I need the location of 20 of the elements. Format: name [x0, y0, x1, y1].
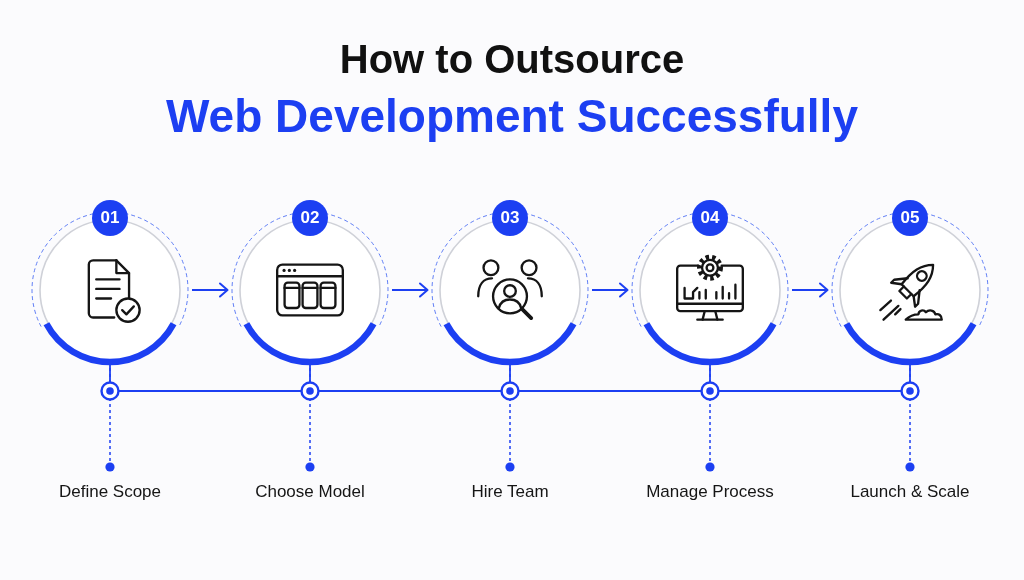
- number-badge: 04: [692, 200, 728, 236]
- arrow: [191, 282, 229, 298]
- number-badge: 03: [492, 200, 528, 236]
- step-label: Hire Team: [471, 481, 549, 502]
- arrow: [591, 282, 629, 298]
- step-circle: [30, 200, 190, 368]
- step-circle: [430, 200, 590, 368]
- step-circle: [630, 200, 790, 368]
- arrow: [391, 282, 429, 298]
- step-circle: [230, 200, 390, 368]
- step-label: Manage Process: [646, 481, 774, 502]
- step-label: Choose Model: [255, 481, 365, 502]
- number-badge: 05: [892, 200, 928, 236]
- arrow: [791, 282, 829, 298]
- diagram-title: How to Outsource Web Development Successfully: [166, 36, 858, 144]
- number-badge: 02: [292, 200, 328, 236]
- step-label: Launch & Scale: [850, 481, 970, 502]
- step-label: Define Scope: [58, 481, 162, 502]
- number-badge: 01: [92, 200, 128, 236]
- step-circle: [830, 200, 990, 368]
